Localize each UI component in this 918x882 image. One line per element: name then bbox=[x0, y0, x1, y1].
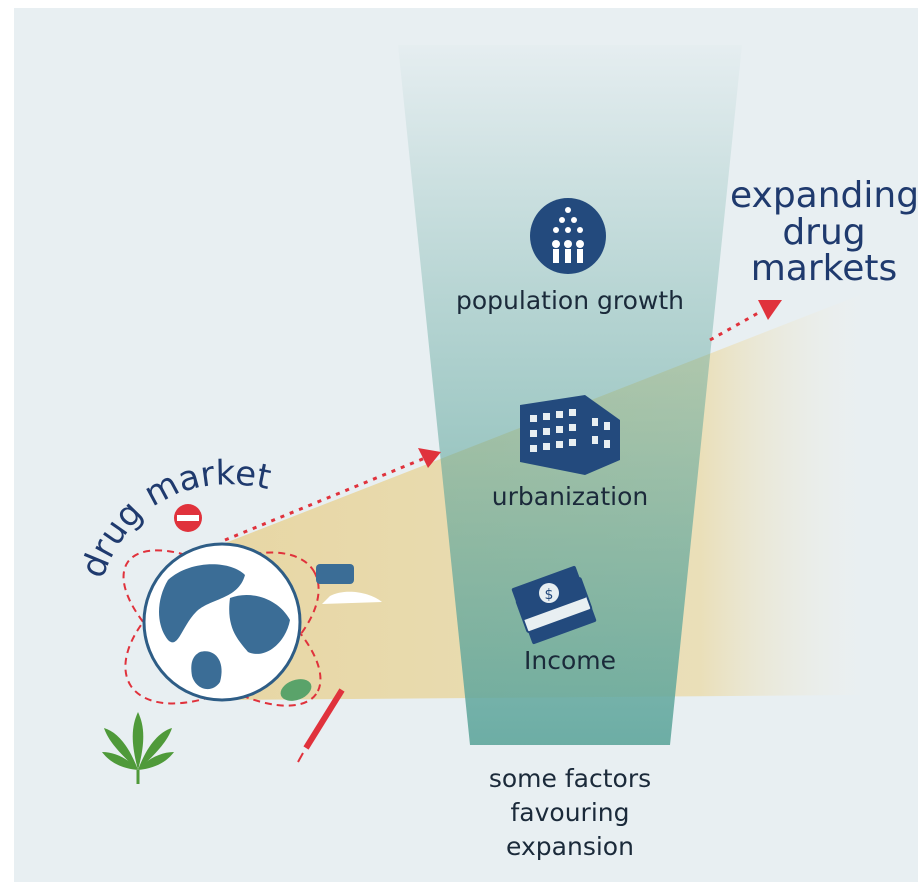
expansion-arrows bbox=[224, 300, 782, 542]
svg-text:$: $ bbox=[545, 587, 554, 603]
globe-icon bbox=[142, 542, 302, 702]
arrowhead-2 bbox=[758, 300, 782, 320]
factors-caption: some factors favouring expansion bbox=[430, 762, 710, 863]
caption-line-2: favouring bbox=[510, 797, 630, 827]
caption-line-1: some factors bbox=[488, 764, 652, 793]
money-icon: $ bbox=[511, 565, 597, 645]
factor-income: Income bbox=[524, 646, 616, 675]
caption-line-3: expansion bbox=[506, 831, 634, 861]
pill-icon bbox=[174, 504, 202, 532]
building-icon bbox=[520, 395, 620, 475]
heading-line-3: markets bbox=[750, 248, 898, 290]
arrowhead-1 bbox=[418, 448, 441, 468]
expanding-markets-heading: expanding drug markets bbox=[730, 175, 918, 290]
factor-urbanization: urbanization bbox=[491, 482, 649, 511]
heading-line-1: expanding bbox=[730, 175, 918, 216]
factors-funnel bbox=[398, 45, 742, 745]
population-icon bbox=[530, 198, 606, 274]
capsule-icon bbox=[280, 564, 382, 701]
cannabis-leaf-icon bbox=[102, 712, 174, 784]
heading-line-2: drug bbox=[782, 211, 866, 253]
factor-population-growth: population growth bbox=[456, 286, 684, 315]
syringe-icon bbox=[297, 688, 345, 763]
